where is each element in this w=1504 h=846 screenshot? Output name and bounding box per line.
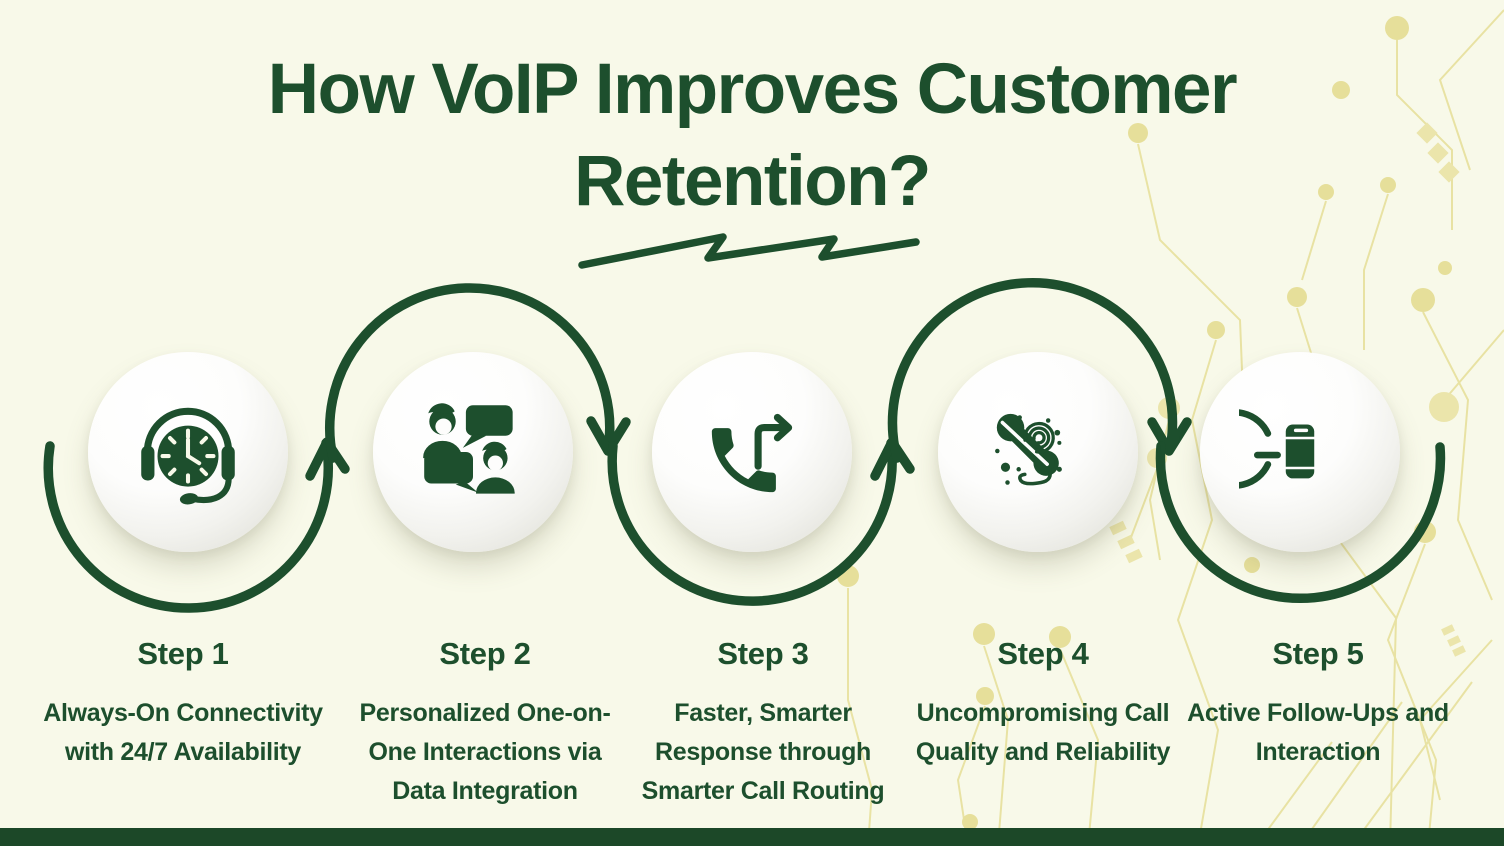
step-2-circle [373, 352, 573, 552]
page-title: How VoIP Improves Customer Retention? [267, 50, 1238, 221]
step-4-label: Step 4 [997, 636, 1089, 671]
title-underline-squiggle [578, 233, 920, 269]
arrow-down-icon [1147, 417, 1192, 456]
step-2-label: Step 2 [439, 636, 531, 671]
step-2-description: Personalized One-on- One Interactions vi… [359, 699, 611, 805]
step-1-circle [88, 352, 288, 552]
step-3-label: Step 3 [717, 636, 809, 671]
step-1-label: Step 1 [137, 636, 229, 671]
arrow-up-icon [305, 437, 350, 481]
step-4-description: Uncompromising Call Quality and Reliabil… [915, 699, 1171, 766]
step-1-description: Always-On Connectivity with 24/7 Availab… [43, 699, 323, 766]
phone-signal-icon [995, 413, 1062, 486]
step-4-circle [938, 352, 1138, 552]
step-3-description: Faster, Smarter Response through Smarter… [641, 699, 885, 805]
call-forward-icon [711, 413, 793, 493]
arrow-up-icon [870, 437, 915, 481]
step-5-description: Active Follow-Ups and Interaction [1187, 699, 1449, 766]
footer-bar [0, 828, 1504, 846]
step-5-label: Step 5 [1272, 636, 1364, 671]
step-5-circle [1200, 352, 1400, 552]
step-3-circle [652, 352, 852, 552]
arrow-down-icon [586, 416, 631, 456]
chat-users-icon [423, 403, 515, 494]
headset-clock-icon [141, 407, 235, 505]
phone-refresh-icon [1239, 409, 1315, 489]
